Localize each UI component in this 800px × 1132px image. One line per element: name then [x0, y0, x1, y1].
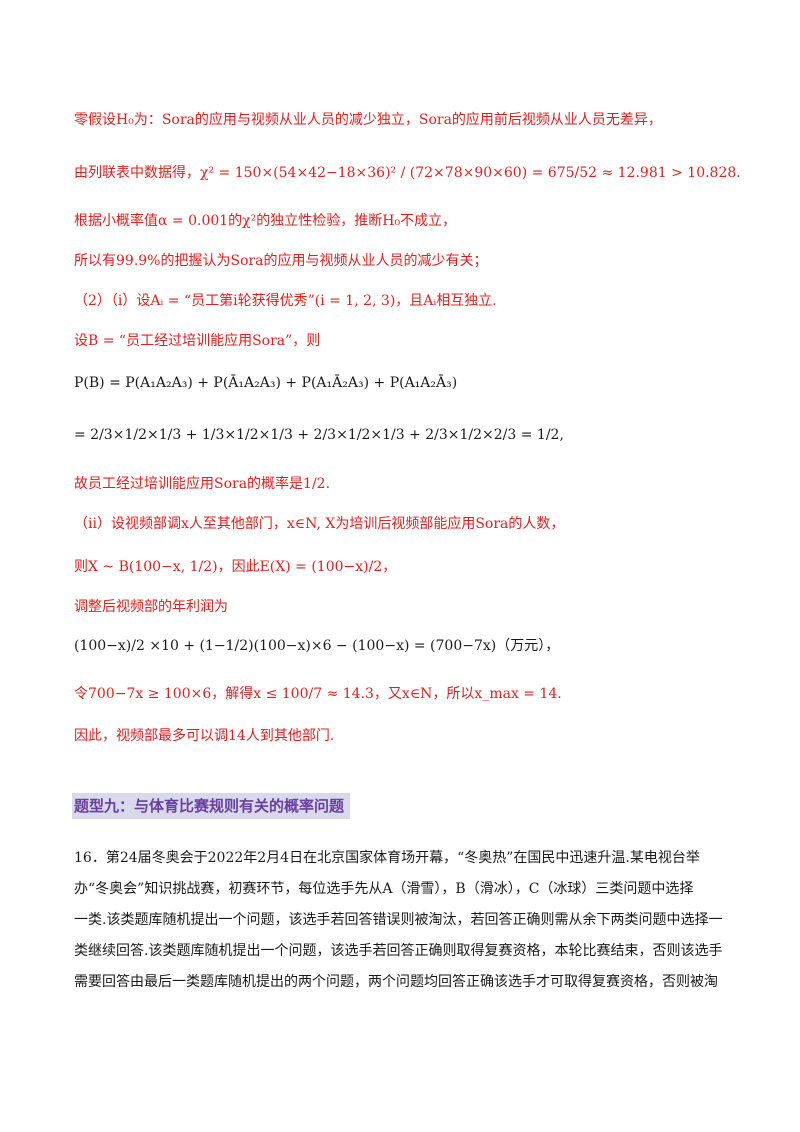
solution-line-inequality: 令700−7x ≥ 100×6，解得x ≤ 100/7 ≈ 14.3，又x∈N，…	[74, 686, 562, 702]
solution-line-profit-intro: 调整后视频部的年利润为	[74, 599, 228, 615]
solution-line-probability-result: 故员工经过培训能应用Sora的概率是1/2.	[74, 476, 331, 492]
solution-line-final: 因此，视频部最多可以调14人到其他部门.	[74, 728, 335, 744]
problem-line: 一类.该类题库随机提出一个问题，该选手若回答错误则被淘汰，若回答正确则需从余下两…	[74, 912, 723, 928]
solution-line-pb-value: = 2/3×1/2×1/3 + 1/3×1/2×1/3 + 2/3×1/2×1/…	[74, 427, 564, 443]
solution-line-chi-square: 由列联表中数据得，χ² = 150×(54×42−18×36)² / (72×7…	[74, 165, 741, 181]
problem-line: 16．第24届冬奥会于2022年2月4日在北京国家体育场开幕，“冬奥热”在国民中…	[74, 850, 700, 866]
solution-line-confidence: 所以有99.9%的把握认为Sora的应用与视频从业人员的减少有关；	[74, 253, 488, 269]
problem-line: 类继续回答.该类题库随机提出一个问题，该选手若回答正确则取得复赛资格，本轮比赛结…	[74, 943, 723, 959]
problem-line: 办“冬奥会”知识挑战赛，初赛环节，每位选手先从A（滑雪），B（滑冰），C（冰球）…	[74, 881, 694, 897]
solution-line-define-b: 设B = “员工经过培训能应用Sora”，则	[74, 333, 321, 349]
solution-line-distribution: 则X ~ B(100−x, 1/2)，因此E(X) = (100−x)/2，	[74, 559, 397, 575]
problem-16: 16．第24届冬奥会于2022年2月4日在北京国家体育场开幕，“冬奥热”在国民中…	[74, 843, 734, 998]
solution-line-part-ii: （ii）设视频部调x人至其他部门，x∈N, X为培训后视频部能应用Sora的人数…	[74, 516, 565, 532]
solution-line-null-hypothesis: 零假设H₀为：Sora的应用与视频从业人员的减少独立，Sora的应用前后视频从业…	[74, 112, 662, 128]
solution-line-pb-expansion: P(B) = P(A₁A₂A₃) + P(Ā₁A₂A₃) + P(A₁Ā₂A₃)…	[74, 375, 458, 391]
solution-line-test-conclusion: 根据小概率值α = 0.001的χ²的独立性检验，推断H₀不成立，	[74, 213, 457, 229]
section-title: 题型九：与体育比赛规则有关的概率问题	[72, 793, 351, 819]
solution-line-part2-define: （2）（i）设Aᵢ = “员工第i轮获得优秀”(i = 1, 2, 3)，且Aᵢ…	[74, 293, 497, 309]
solution-line-profit-formula: (100−x)/2 ×10 + (1−1/2)(100−x)×6 − (100−…	[74, 638, 560, 654]
problem-line: 需要回答由最后一类题库随机提出的两个问题，两个问题均回答正确该选手才可取得复赛资…	[74, 974, 718, 990]
